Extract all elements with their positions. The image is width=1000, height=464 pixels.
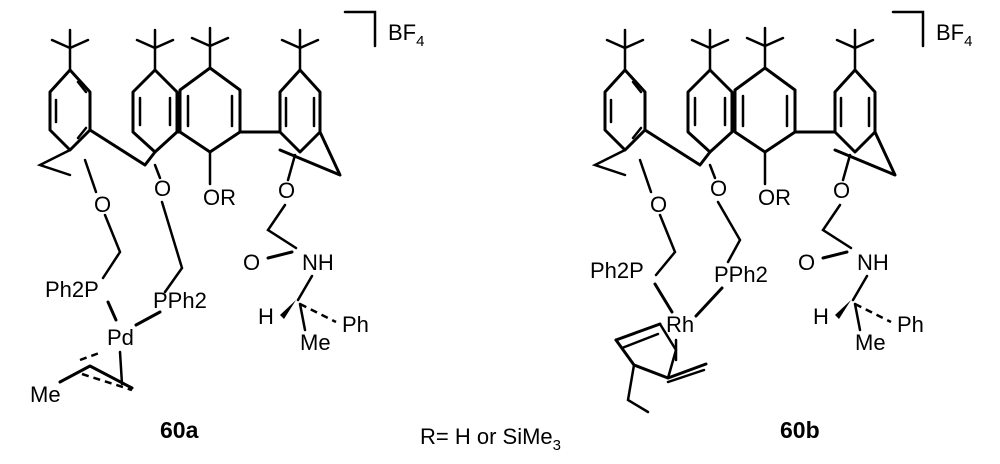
compound-label-60a: 60a: [160, 417, 199, 443]
label-o2: O: [710, 176, 727, 201]
label-pph2: PPh2: [714, 262, 768, 287]
wedge-bond: [835, 300, 851, 319]
bracket: [343, 10, 377, 48]
wedge-bond: [280, 300, 296, 319]
label-o4: O: [833, 178, 850, 203]
label-nh: NH: [302, 250, 334, 275]
r-group-footnote: R= H or SiMe3: [420, 424, 561, 454]
label-amide-o: O: [798, 250, 815, 275]
label-or: OR: [203, 185, 236, 210]
bracket: [891, 10, 925, 48]
label-h: H: [258, 304, 274, 329]
label-ph: Ph: [342, 312, 369, 337]
tert-butyl-groups: [605, 26, 875, 72]
label-nh: NH: [857, 250, 889, 275]
label-o4: O: [278, 178, 295, 203]
label-o1: O: [650, 192, 667, 217]
calixarene-rings: [591, 66, 897, 177]
compound-60b: BF4 O O OR O: [590, 10, 972, 443]
label-o1: O: [94, 192, 111, 217]
counterion-60b: BF4: [936, 20, 972, 50]
calixarene-rings: [36, 66, 342, 177]
label-or: OR: [758, 185, 791, 210]
label-ph2p: Ph2P: [45, 277, 99, 302]
norbornadiene-ligand: [614, 322, 708, 414]
counterion-60a: BF4: [388, 20, 424, 50]
label-me-allyl: Me: [30, 382, 61, 407]
label-o2: O: [154, 176, 171, 201]
compound-60a: BF4 O O OR: [30, 10, 424, 443]
label-rh: Rh: [666, 312, 694, 337]
label-h: H: [813, 304, 829, 329]
tert-butyl-groups: [50, 26, 320, 72]
compound-label-60b: 60b: [780, 417, 820, 443]
label-me: Me: [300, 330, 331, 355]
label-amide-o: O: [243, 250, 260, 275]
label-me: Me: [855, 330, 886, 355]
label-ph2p: Ph2P: [590, 258, 644, 283]
label-pph2: PPh2: [153, 288, 207, 313]
label-pd: Pd: [107, 325, 134, 350]
label-ph: Ph: [897, 312, 924, 337]
